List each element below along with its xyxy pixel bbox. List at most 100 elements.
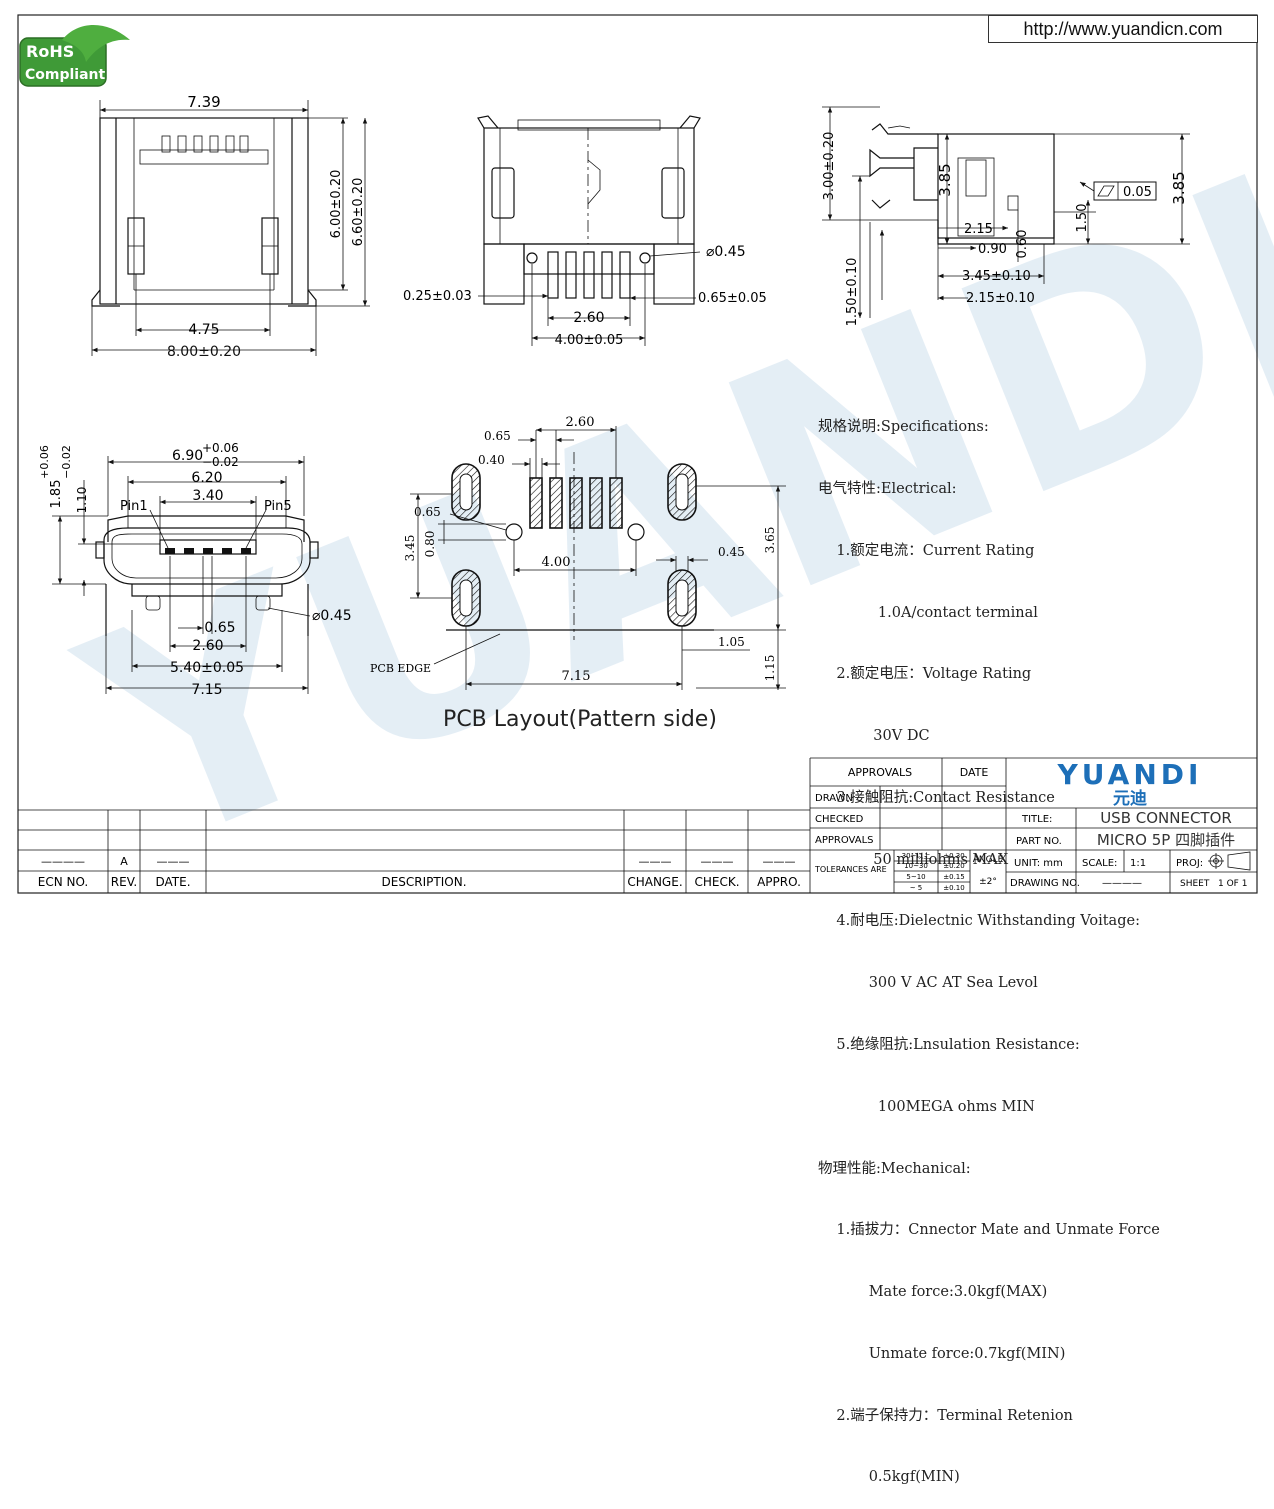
tol-plus: +0.06 [202,441,239,455]
spec-line: 1.插拔力：Cnnector Mate and Unmate Force [818,1222,1160,1239]
part-value: MICRO 5P 四脚插件 [1097,831,1235,849]
dim-4-00: 4.00±0.05 [555,333,624,348]
flatness-value: 0.05 [1123,185,1152,200]
rev-col-description: DESCRIPTION. [381,875,466,889]
tol-range-3: 5~10 [906,873,925,881]
pcb-dim-7-15: 7.15 [562,669,591,684]
title-label: TITLE: [1021,814,1052,825]
end-dim-5-40: 5.40±0.05 [170,660,244,676]
pcb-dim-1-05: 1.05 [718,635,745,649]
side-view: 0.05 3.00±0.20 3.85 3.85 1.50 2.15 0.90 … [822,106,1190,326]
spec-line: 规格说明:Specifications: [818,419,989,436]
pcb-dim-0-65b: 0.65 [414,505,441,519]
dim-4-75: 4.75 [188,322,219,338]
spec-line: 0.5kgf(MIN) [818,1469,960,1486]
pcb-dim-0-45: 0.45 [718,545,745,559]
rev-row-change: ——— [639,855,672,868]
spec-line: 30V DC [818,728,930,745]
dim-6-60: 6.60±0.20 [351,178,366,247]
dim-0-25: 0.25±0.03 [403,289,472,304]
checked-label: CHECKED [815,814,864,825]
tol-range-1: 30~以上 [902,851,931,860]
pcb-dim-2-60: 2.60 [566,415,595,430]
tol-value-1: ±0.30 [943,852,964,860]
drawn-label: DRAWN [815,793,853,804]
dim-1-85: 1.85 [49,480,64,509]
dim-hole-045: ⌀0.45 [706,244,746,260]
leaf-icon [62,24,130,62]
specifications: 规格说明:Specifications: 电气特性:Electrical: 1.… [818,376,1258,1509]
rohs-text: RoHS [26,42,74,61]
spec-line: 1.额定电流：Current Rating [818,542,1035,559]
part-label: PART NO. [1016,836,1062,847]
pcb-edge-label: PCB EDGE [370,662,431,675]
tol-value-2: ±0.20 [943,862,964,870]
spec-line: 电气特性:Electrical: [818,480,957,497]
title-value: USB CONNECTOR [1100,809,1232,827]
tol-minus: −0.02 [202,455,239,469]
scale-value: 1:1 [1130,858,1146,869]
end-view: 6.90 +0.06 −0.02 6.20 3.40 Pin1 Pin5 1.8… [38,441,352,698]
spec-line: 2.额定电压：Voltage Rating [818,666,1032,683]
drawing-label: DRAWING NO. [1010,878,1080,889]
h-tol-minus: −0.02 [60,445,73,479]
dim-6-90: 6.90 [172,448,203,464]
projection-icon [1208,851,1251,871]
brand-chinese: 元迪 [1113,788,1147,809]
pcb-layout: 0.65 2.60 0.40 0.65 3.45 0.80 4.00 0.45 … [370,415,786,732]
approvals-header: APPROVALS [848,766,912,779]
brand-name: YUANDI [1057,758,1203,791]
rev-col-ecn: ECN NO. [38,875,89,889]
rev-row-check: ——— [701,855,734,868]
sheet-value: 1 OF 1 [1218,879,1247,889]
revision-table: ———— A ——— ——— ——— ——— ECN NO. REV. DATE… [18,758,811,893]
dim-1-10: 1.10 [75,487,89,514]
angle-value: ±2° [979,877,997,887]
rohs-logo: RoHS Compliant [19,24,130,87]
dim-2-15-b: 2.15±0.10 [966,291,1035,306]
unit-label: UNIT: mm [1014,858,1063,869]
pin1-label: Pin1 [120,499,148,514]
spec-line: 50 milliohms MAX [818,851,1009,868]
dim-0-65: 0.65±0.05 [698,291,767,306]
rev-col-rev: REV. [111,875,137,889]
spec-line: 1.0A/contact terminal [818,604,1038,621]
dim-0-60: 0.60 [1015,230,1030,259]
rev-row-rev: A [120,855,128,868]
tol-range-2: 10~30 [904,862,928,870]
rev-row-appro: ——— [763,855,796,868]
compliant-text: Compliant [25,67,106,83]
pcb-dim-0-80: 0.80 [423,531,437,558]
end-dim-hole: ⌀0.45 [312,608,352,624]
spec-line: 物理性能:Mechanical: [818,1160,971,1177]
rev-row-date: ——— [157,855,190,868]
brand-logo: YUANDI 元迪 [1057,758,1203,809]
spec-line: 4.耐电压:Dielectnic Withstanding Voitage: [818,913,1140,930]
pcb-dim-0-40: 0.40 [478,453,505,467]
dim-6-00: 6.00±0.20 [329,170,344,239]
spec-line: 2.端子保持力：Terminal Retenion [818,1407,1073,1424]
rev-row-ecn: ———— [41,855,85,868]
drawing-value: ———— [1102,878,1142,889]
dim-3-40: 3.40 [192,488,223,504]
scale-label: SCALE: [1082,858,1117,869]
title-block: APPROVALS DATE DRAWN CHECKED APPROVALS T… [810,757,1257,893]
pcb-dim-3-45: 3.45 [403,535,417,562]
proj-label: PROJ: [1176,858,1203,869]
dim-3-85-b: 3.85 [1170,171,1188,204]
website-url[interactable]: http://www.yuandicn.com [988,15,1258,43]
spec-line: Mate force:3.0kgf(MAX) [818,1284,1048,1301]
dim-6-20: 6.20 [191,470,222,486]
sheet-border [17,14,1258,894]
dim-pitch: 2.60 [573,310,604,326]
dim-3-85-a: 3.85 [936,163,954,196]
h-tol-plus: +0.06 [38,445,51,479]
spec-line: 300 V AC AT Sea Levol [818,975,1038,992]
dim-7-39: 7.39 [187,93,220,111]
pcb-dim-3-65: 3.65 [763,527,777,554]
rev-col-date: DATE. [155,875,190,889]
rev-col-check: CHECK. [694,875,739,889]
spec-line: 3.接触阻抗:Contact Resistance [818,789,1055,806]
sheet-label: SHEET [1180,879,1210,889]
pcb-dim-4-00: 4.00 [542,555,571,570]
